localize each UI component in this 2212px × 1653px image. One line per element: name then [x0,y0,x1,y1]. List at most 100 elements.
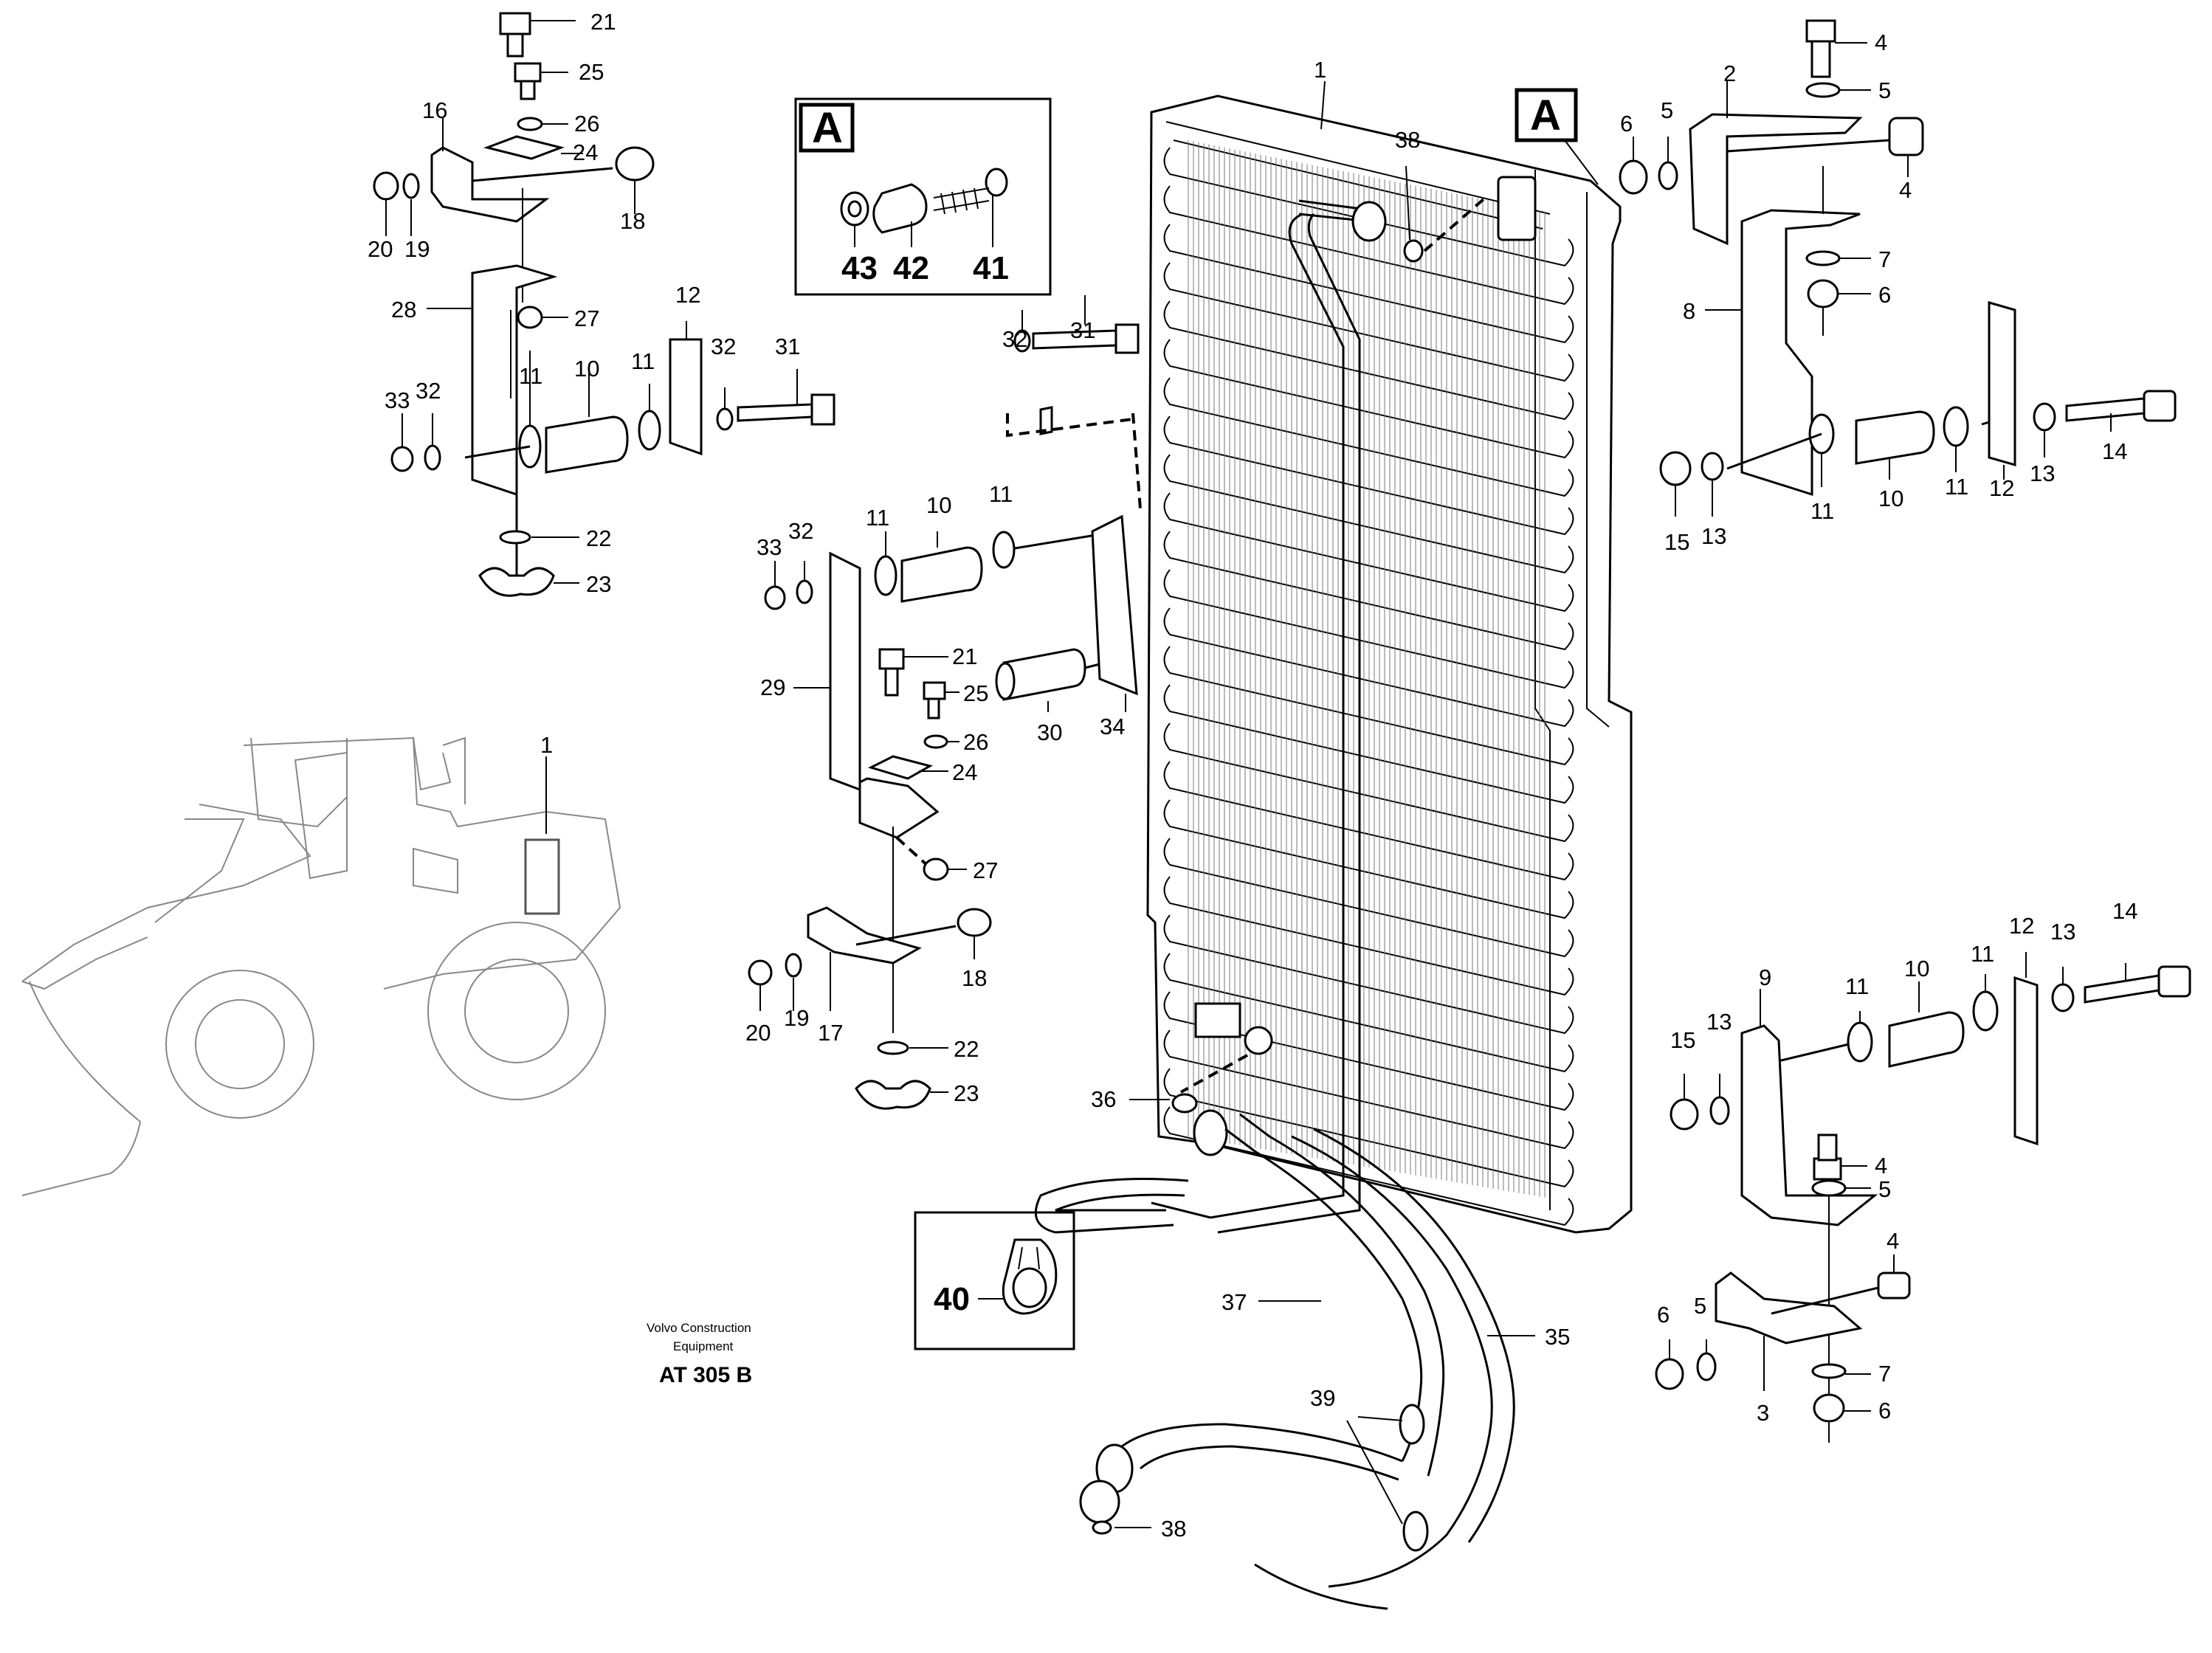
callout-3: 3 [1757,1400,1769,1426]
callout-39: 39 [1310,1385,1335,1411]
callout-28: 28 [391,297,416,322]
callout-8: 8 [1683,298,1695,324]
callout-10-top: 10 [1878,486,1903,511]
callout-13-top: 13 [2030,460,2055,486]
callout-6b-bot: 6 [1878,1398,1891,1423]
callout-37: 37 [1222,1289,1247,1315]
leader-38a [1405,165,1410,241]
callout-12-top: 12 [1989,475,2014,501]
inset-part-42: 42 [893,250,929,286]
callout-7-top: 7 [1878,246,1891,272]
callout-33: 33 [385,387,410,413]
callout-38: 38 [1395,127,1420,153]
callout-32b: 32 [416,378,441,404]
callout-34: 34 [1100,714,1125,739]
clip-label-40: 40 [934,1281,970,1317]
callout-20: 20 [368,236,393,262]
condenser-tube [1151,176,1537,1234]
callout-11b: 11 [631,348,655,374]
bracket-assembly-top-right [1619,19,2177,517]
inset-box-a: A 43 42 41 [794,97,1052,296]
callout-5-bot: 5 [1878,1176,1891,1202]
callout-5-top: 5 [1878,77,1891,103]
callout-33-mid: 33 [757,534,782,560]
callout-20-mid: 20 [745,1020,771,1046]
callout-23: 23 [586,571,611,597]
callout-11-top: 11 [1810,498,1834,524]
callout-10-bot: 10 [1904,956,1929,981]
credit-line-1: Volvo Construction [647,1321,751,1335]
callout-21-mid: 21 [952,643,977,669]
callout-4b-top: 4 [1899,177,1912,203]
drawing-reference: AT 305 B [659,1363,752,1387]
callout-35: 35 [1545,1324,1570,1350]
callout-13b-bot: 13 [1706,1009,1732,1035]
clip-inset: 40 [914,1211,1075,1350]
callout-32-mid: 32 [1002,326,1027,352]
callout-6-top: 6 [1620,111,1633,137]
inset-part-43: 43 [841,250,878,286]
callout-9: 9 [1759,964,1771,990]
callout-labels: 1 38 36 37 35 39 38 21 25 16 26 24 18 20… [368,9,2137,1542]
leader-1 [1320,80,1326,130]
callout-19-mid: 19 [784,1005,809,1031]
callout-32: 32 [711,334,736,359]
callout-36: 36 [1091,1086,1116,1112]
callout-4-top: 4 [1875,30,1887,55]
callout-26-mid: 26 [963,729,988,755]
callout-22-mid: 22 [954,1036,979,1062]
callout-25: 25 [579,59,604,85]
wheel-loader-illustration: 1 [21,732,621,1196]
callout-11b-mid: 11 [989,481,1013,507]
callout-7-bot: 7 [1878,1361,1891,1387]
callout-13-bot: 13 [2050,919,2075,945]
callout-6-bot: 6 [1657,1302,1670,1328]
credit-line-2: Equipment [673,1339,734,1353]
callout-5b-bot: 5 [1694,1293,1706,1319]
callout-15-top: 15 [1664,529,1689,555]
callout-12-bot: 12 [2009,913,2034,939]
callout-15-bot: 15 [1670,1027,1695,1053]
callout-29: 29 [760,674,785,700]
callout-24-mid: 24 [952,759,977,785]
callout-31: 31 [775,334,800,359]
leader-39a [1357,1416,1403,1421]
callout-27-mid: 27 [973,857,998,883]
leader-39b [1346,1420,1403,1525]
callout-24: 24 [573,139,598,165]
callout-4b-bot: 4 [1887,1228,1899,1254]
callout-11-bot: 11 [1971,941,1994,967]
callout-30: 30 [1037,719,1062,745]
callout-18: 18 [620,208,645,234]
callout-21: 21 [590,9,616,35]
callout-6b-top: 6 [1878,282,1891,308]
condenser-fins [1188,140,1546,1198]
frame-label-a: A [1515,88,1599,185]
callout-17: 17 [818,1020,843,1046]
inset-part-41: 41 [973,250,1009,286]
hose-assembly [1034,1093,1515,1610]
callout-10-mid: 10 [926,492,951,518]
callout-31-mid: 31 [1070,317,1095,343]
callout-25-mid: 25 [963,680,988,706]
bracket-assembly-middle-left [748,295,1142,1110]
callout-16: 16 [422,97,447,123]
bracket-assembly-bottom-right [1655,952,2191,1443]
callout-10: 10 [574,356,599,382]
machine-callout-1: 1 [540,732,553,758]
callout-27: 27 [574,306,599,331]
callout-1: 1 [1314,57,1326,83]
callout-38-hose: 38 [1161,1516,1186,1542]
condenser-coils [1163,147,1574,1226]
callout-11b-top: 11 [1945,474,1968,500]
bracket-assembly-top-left [373,12,835,597]
callout-18-mid: 18 [962,965,987,991]
callout-19: 19 [404,236,430,262]
callout-4-bot: 4 [1875,1153,1887,1179]
inset-a-letter: A [812,104,843,152]
callout-23-mid: 23 [954,1080,979,1106]
callout-11: 11 [519,363,542,389]
callout-32b-mid: 32 [788,518,813,544]
callout-12: 12 [675,282,700,308]
